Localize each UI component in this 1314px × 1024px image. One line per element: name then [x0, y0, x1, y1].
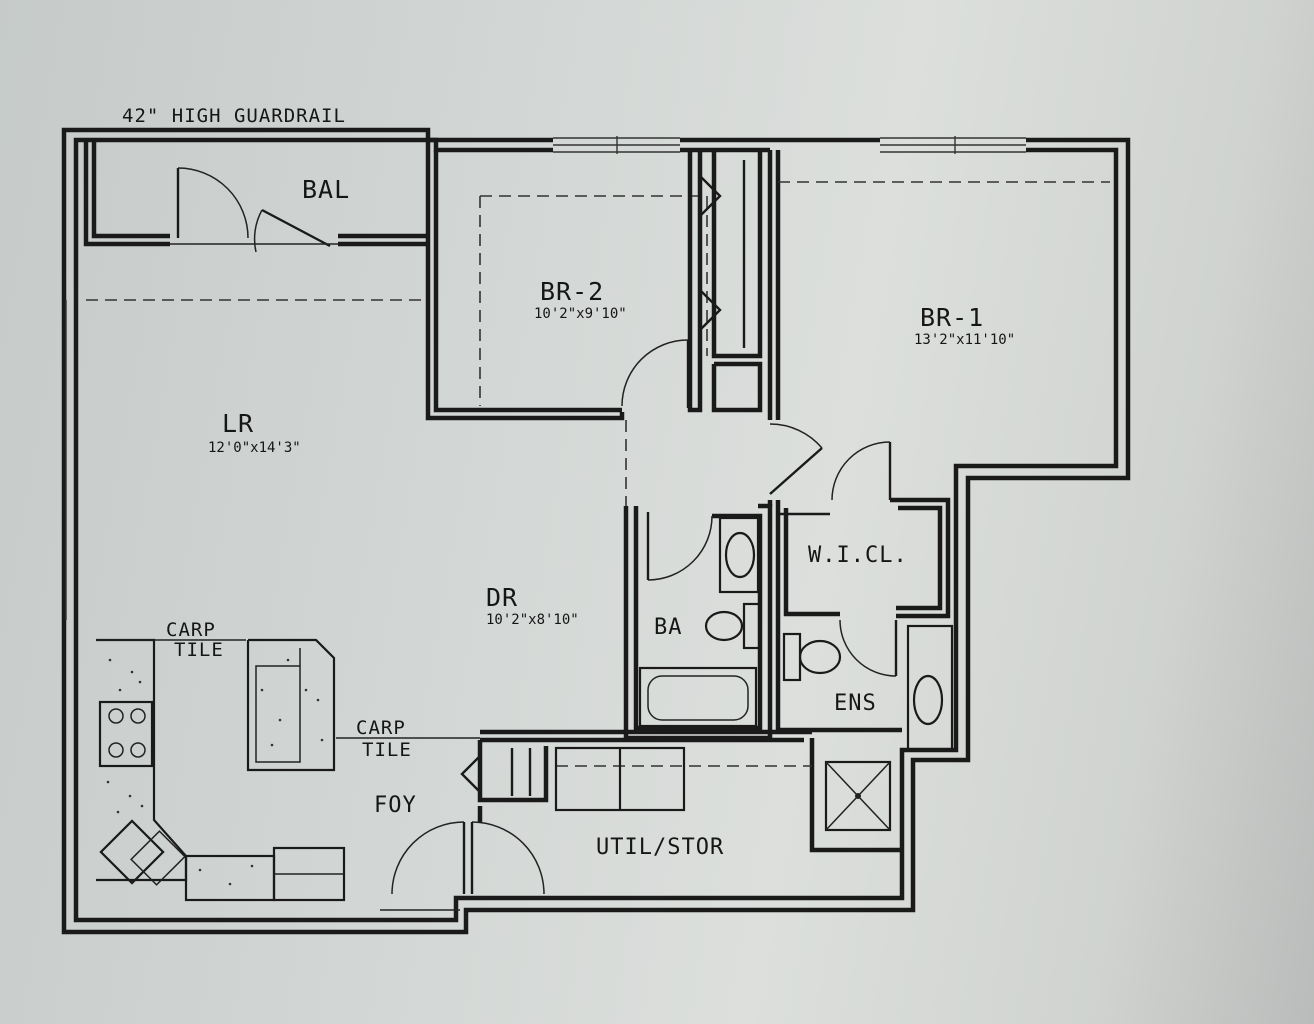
guardrail-note: 42" HIGH GUARDRAIL — [122, 105, 346, 127]
room-size-lr: 12'0"x14'3" — [208, 440, 301, 456]
room-label-foy: FOY — [374, 793, 417, 818]
floor-transition-1-top: CARP — [166, 619, 216, 641]
living-dining — [86, 299, 627, 506]
room-label-br1: BR-1 — [920, 303, 984, 332]
foyer-util — [336, 729, 812, 911]
ensuite-walls — [775, 441, 954, 853]
balcony — [83, 140, 430, 253]
room-size-dr: 10'2"x8'10" — [486, 612, 579, 628]
room-label-ba: BA — [654, 615, 683, 640]
exterior-walls — [61, 127, 1131, 935]
room-label-util: UTIL/STOR — [596, 835, 724, 860]
room-label-wicl: W.I.CL. — [808, 543, 908, 568]
room-label-br2: BR-2 — [540, 277, 604, 306]
room-size-br1: 13'2"x11'10" — [914, 332, 1015, 348]
kitchen — [96, 638, 346, 902]
floor-transition-2-bottom: TILE — [362, 739, 412, 761]
room-label-lr: LR — [222, 409, 254, 438]
br1-walls — [711, 150, 1110, 495]
br2-walls — [425, 140, 763, 421]
floor-transition-2-top: CARP — [356, 717, 406, 739]
room-label-ens: ENS — [834, 691, 877, 716]
bath-walls — [623, 500, 773, 741]
room-label-dr: DR — [486, 583, 518, 612]
room-label-bal: BAL — [302, 175, 350, 204]
floor-transition-1-bottom: TILE — [174, 639, 224, 661]
room-size-br2: 10'2"x9'10" — [534, 306, 627, 322]
